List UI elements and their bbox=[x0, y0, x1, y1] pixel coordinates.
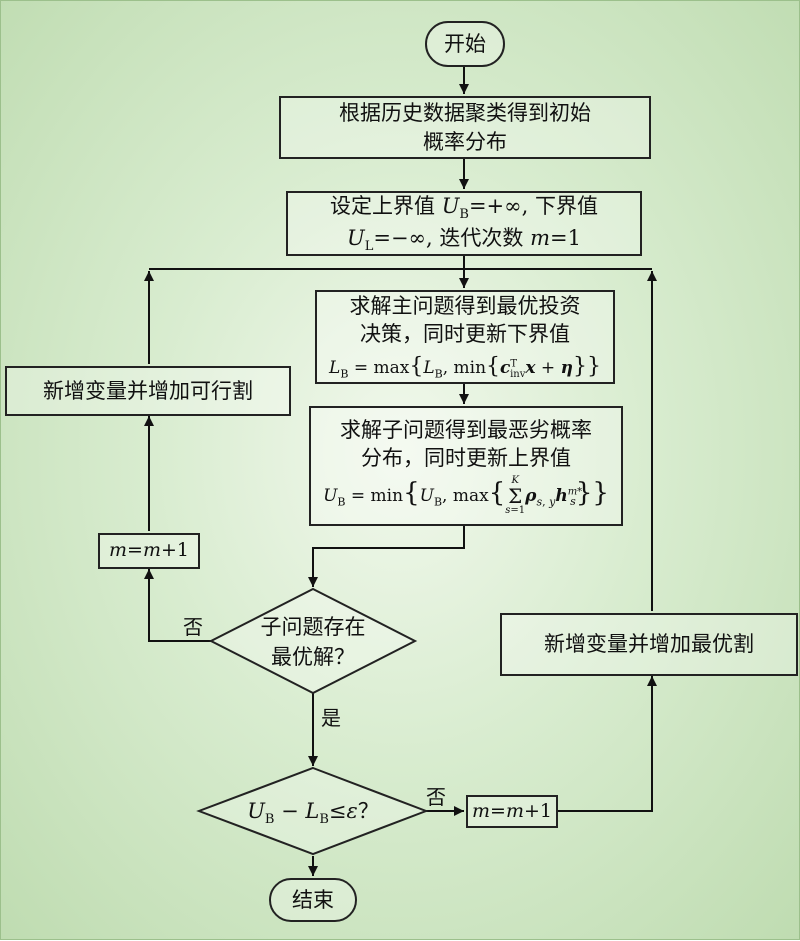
decision-sub-line-1: 子问题存在 bbox=[260, 615, 366, 639]
opt-cut-label: 新增变量并增加最优割 bbox=[544, 632, 754, 657]
decision-conv-shape bbox=[196, 766, 429, 856]
end-label: 结束 bbox=[292, 887, 334, 912]
edge-label-no-left: 否 bbox=[183, 615, 203, 639]
set-bounds-line-2: UL=−∞, 迭代次数 m=1 bbox=[347, 225, 581, 254]
increment-m-left-box: m=m+1 bbox=[98, 533, 200, 569]
master-formula: LB = max{LB, min{cTinvx + η}} bbox=[329, 353, 601, 381]
edge-minc-to-optcut bbox=[558, 676, 657, 812]
master-problem-box: 求解主问题得到最优投资 决策，同时更新下界值 LB = max{LB, min{… bbox=[315, 290, 615, 384]
sub-problem-box: 求解子问题得到最恶劣概率 分布，同时更新上界值 UB = min{UB, max… bbox=[309, 406, 623, 526]
sub-line-1: 求解子问题得到最恶劣概率 bbox=[340, 417, 592, 442]
decision-sub-shape bbox=[208, 587, 418, 695]
edge-label-yes: 是 bbox=[321, 706, 341, 730]
edge-label-no-bottom: 否 bbox=[426, 785, 446, 809]
decision-conv-text: UB − LB≤ε？ bbox=[223, 796, 403, 830]
master-line-1: 求解主问题得到最优投资 bbox=[349, 294, 581, 319]
sub-line-2: 分布，同时更新上界值 bbox=[361, 446, 571, 471]
m-inc-left-label: m=m+1 bbox=[109, 539, 189, 562]
decision-sub-line-2: 最优解？ bbox=[271, 645, 355, 670]
init-line-1: 根据历史数据聚类得到初始 bbox=[339, 101, 591, 126]
start-node: 开始 bbox=[425, 21, 505, 67]
optimality-cut-box: 新增变量并增加最优割 bbox=[500, 613, 798, 676]
end-node: 结束 bbox=[269, 878, 357, 922]
init-line-2: 概率分布 bbox=[423, 129, 507, 154]
increment-m-bottom-box: m=m+1 bbox=[466, 795, 558, 828]
set-bounds-box: 设定上界值 UB=+∞, 下界值 UL=−∞, 迭代次数 m=1 bbox=[286, 191, 642, 256]
start-label: 开始 bbox=[444, 31, 486, 56]
decision-conv-label: UB − LB≤ε？ bbox=[247, 799, 379, 828]
edge-decision-no-left bbox=[144, 569, 211, 642]
m-inc-bottom-label: m=m+1 bbox=[472, 799, 552, 822]
feas-cut-label: 新增变量并增加可行割 bbox=[43, 378, 253, 403]
decision-sub-text: 子问题存在 最优解？ bbox=[231, 612, 395, 673]
master-line-2: 决策，同时更新下界值 bbox=[360, 322, 570, 347]
feasibility-cut-box: 新增变量并增加可行割 bbox=[5, 366, 291, 416]
set-bounds-line-1: 设定上界值 UB=+∞, 下界值 bbox=[330, 193, 598, 222]
edge-sub-to-decision bbox=[308, 526, 465, 587]
init-distribution-box: 根据历史数据聚类得到初始 概率分布 bbox=[279, 96, 651, 159]
